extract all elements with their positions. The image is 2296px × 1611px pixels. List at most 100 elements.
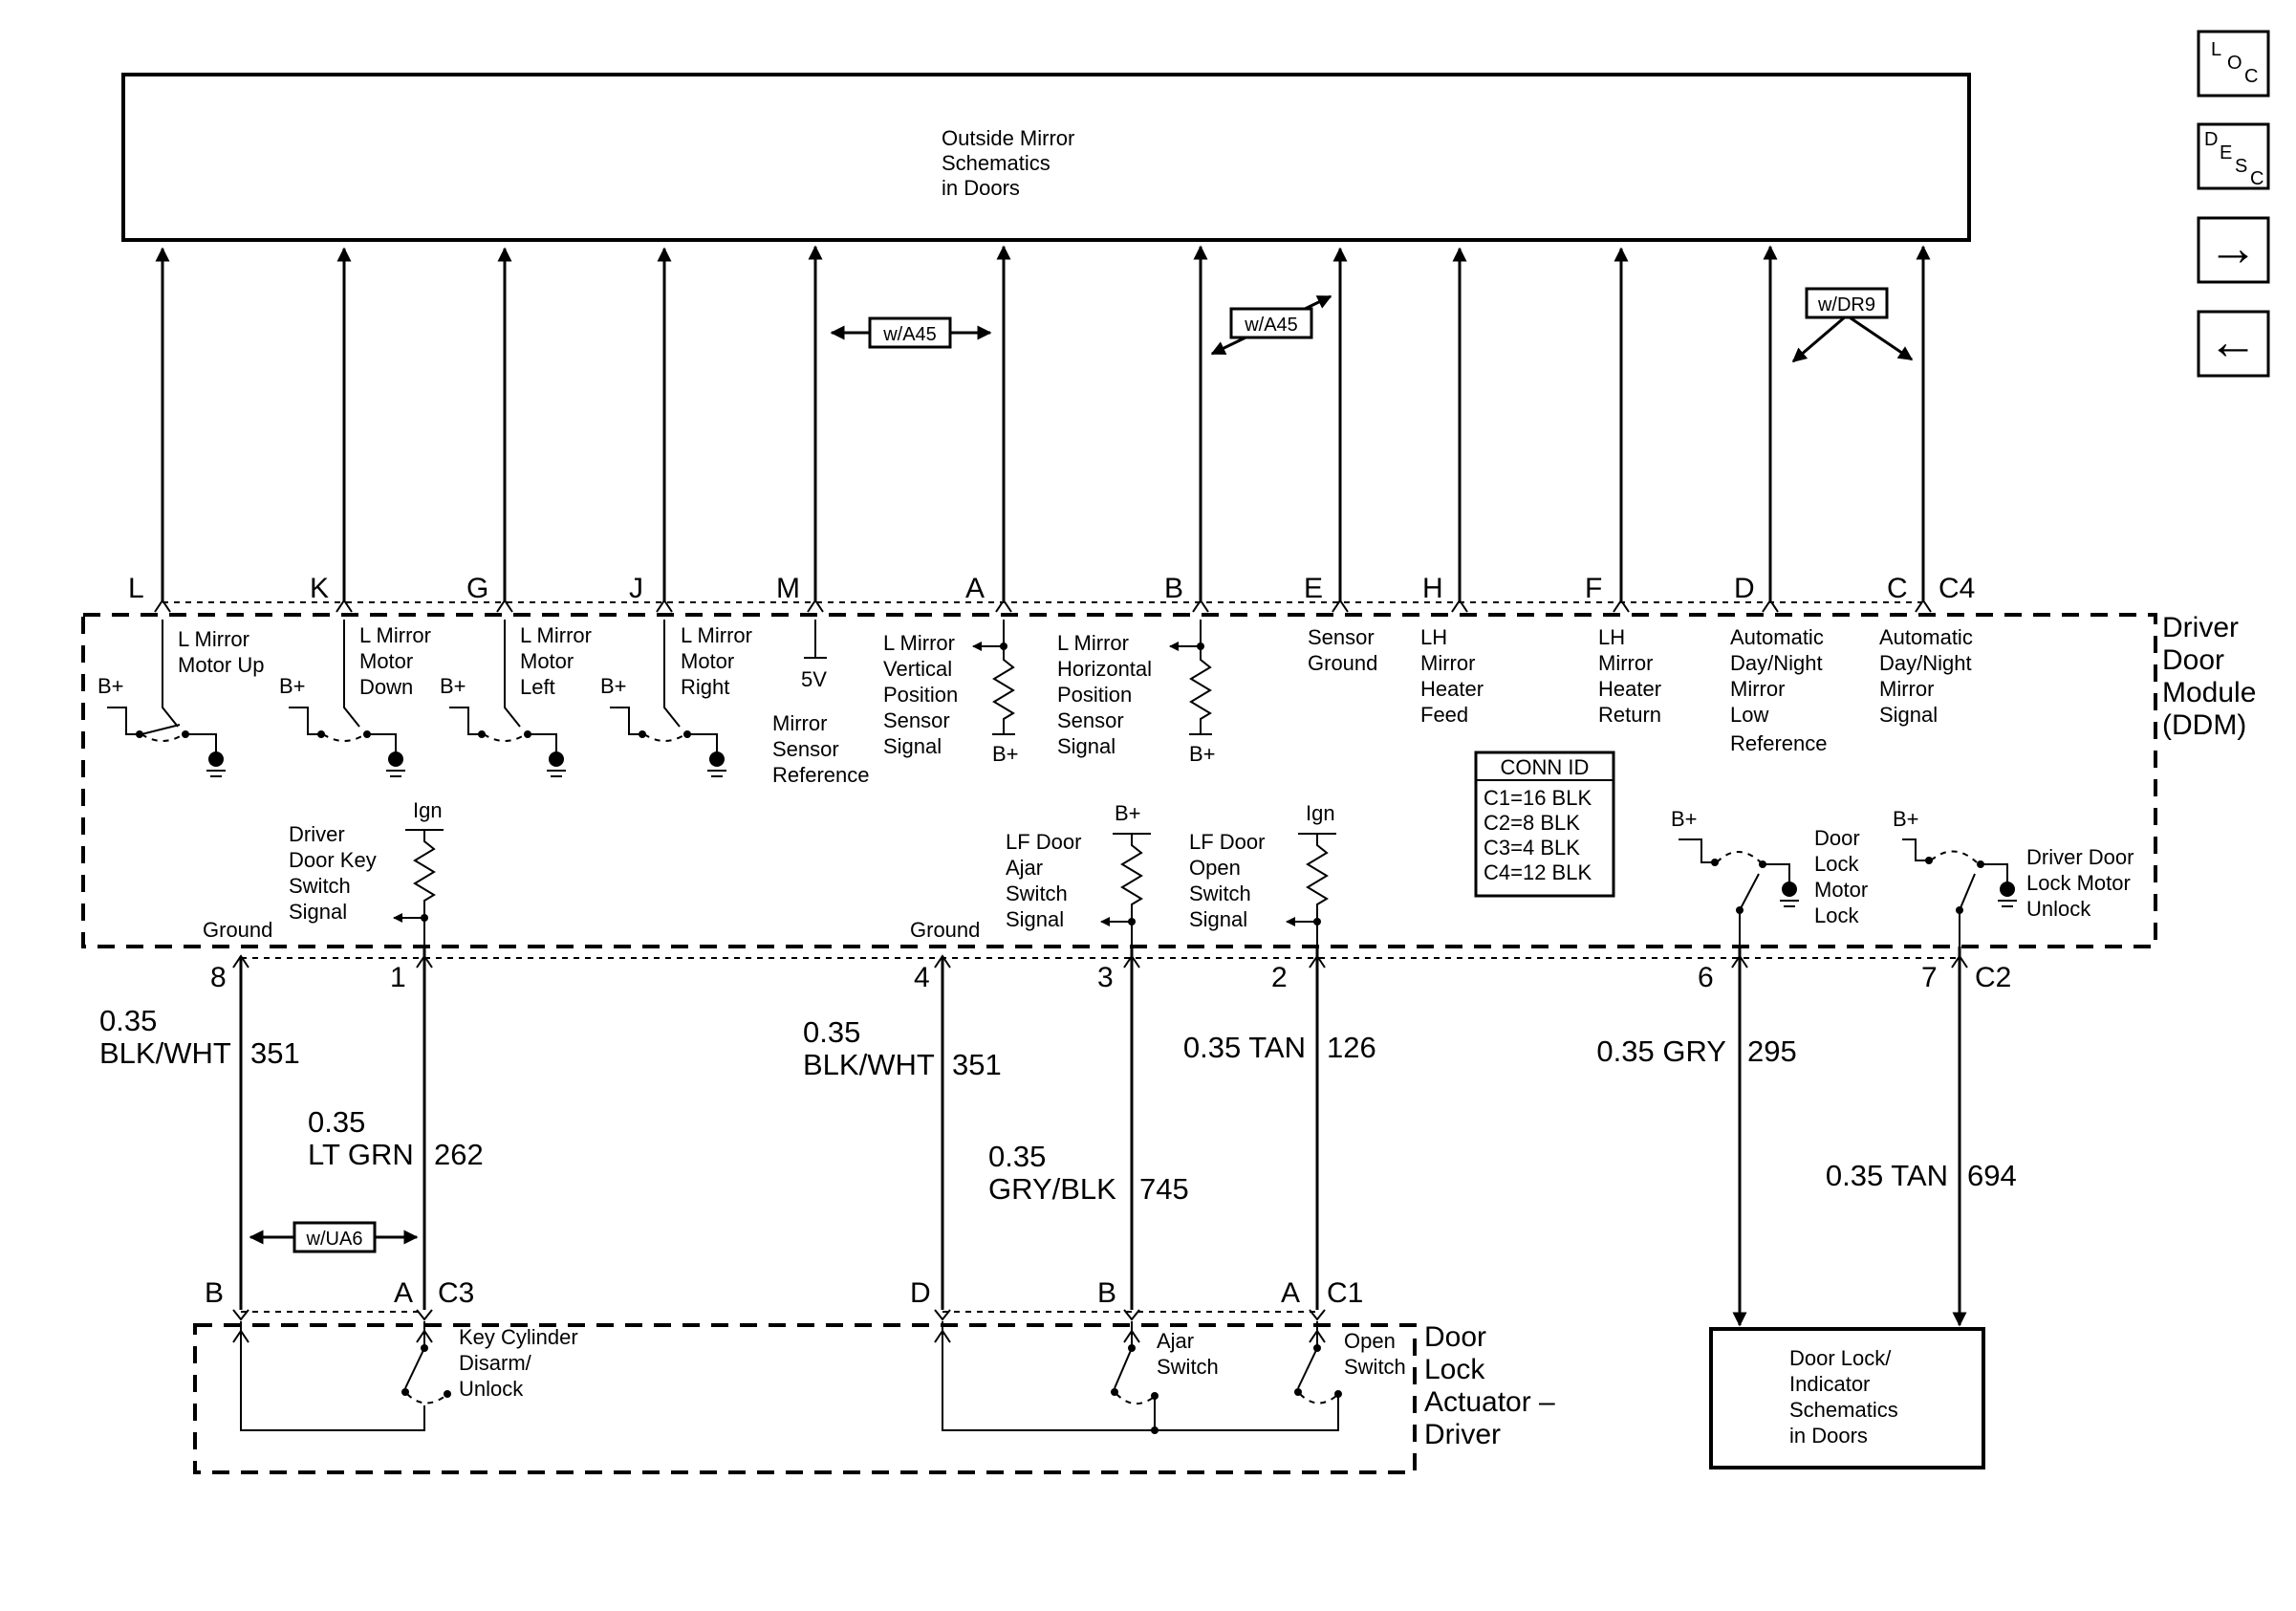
c4-pin-j[interactable]: J bbox=[629, 247, 673, 613]
wire-351-a[interactable]: 0.35 BLK/WHT 351 bbox=[99, 1004, 300, 1070]
actuator-line-3: Actuator – bbox=[1424, 1386, 1555, 1418]
forward-arrow-icon: → bbox=[2208, 221, 2258, 276]
label-door-lock-motor-lock: Door Lock Motor Lock bbox=[1814, 826, 1868, 927]
svg-text:LF Door: LF Door bbox=[1006, 830, 1081, 854]
bottom-box-line-1: Door Lock/ bbox=[1789, 1346, 1892, 1370]
c4-pin-e[interactable]: E bbox=[1304, 247, 1349, 613]
svg-text:1: 1 bbox=[390, 962, 406, 993]
wire-labels: 0.35 BLK/WHT 351 0.35 LT GRN 262 0.35 BL… bbox=[99, 1004, 2017, 1206]
svg-text:Ground: Ground bbox=[1308, 651, 1377, 675]
wire-694[interactable]: 0.35 TAN 694 bbox=[1826, 1159, 2017, 1192]
loc-button[interactable]: L O C bbox=[2197, 30, 2270, 98]
svg-text:Open: Open bbox=[1344, 1329, 1396, 1353]
label-driver-door-key-switch-signal: Driver Door Key Switch Signal bbox=[289, 822, 377, 924]
five-volt-label: 5V bbox=[801, 667, 827, 691]
svg-text:Unlock: Unlock bbox=[459, 1377, 524, 1401]
c4-wires: L K G J M A bbox=[128, 245, 1932, 613]
driver-door-module[interactable]: Driver Door Module (DDM) bbox=[81, 612, 2256, 948]
wire-126[interactable]: 0.35 TAN 126 bbox=[1183, 1031, 1376, 1064]
svg-text:BLK/WHT: BLK/WHT bbox=[803, 1048, 935, 1081]
outside-mirror-schematics-box[interactable]: Outside Mirror Schematics in Doors bbox=[121, 73, 1971, 242]
c4-pin-m[interactable]: M bbox=[776, 245, 824, 613]
c4-pin-a[interactable]: A bbox=[965, 245, 1012, 613]
option-a45-left[interactable]: w/A45 bbox=[830, 316, 992, 349]
c4-pin-l-letter: L bbox=[128, 573, 144, 604]
svg-text:Horizontal: Horizontal bbox=[1057, 657, 1152, 681]
option-a45-right[interactable]: w/A45 bbox=[1210, 294, 1332, 356]
svg-text:LT GRN: LT GRN bbox=[308, 1138, 414, 1171]
wire-295[interactable]: 0.35 GRY 295 bbox=[1596, 1034, 1796, 1068]
ground-icon bbox=[549, 751, 564, 767]
top-box-line-3: in Doors bbox=[942, 176, 1020, 200]
door-lock-indicator-schematics-box[interactable]: Door Lock/ Indicator Schematics in Doors bbox=[1709, 1327, 1985, 1469]
svg-text:Sensor: Sensor bbox=[883, 708, 950, 732]
conn-id-box: CONN ID C1=16 BLK C2=8 BLK C3=4 BLK C4=1… bbox=[1474, 751, 1615, 898]
c4-pin-l[interactable]: L bbox=[128, 247, 171, 613]
label-l-mirror-motor-right: L Mirror Motor Right bbox=[681, 623, 752, 699]
label-lf-door-ajar-switch-signal: LF Door Ajar Switch Signal bbox=[1006, 830, 1081, 931]
svg-text:Lock: Lock bbox=[1814, 852, 1859, 876]
c4-pin-f[interactable]: F bbox=[1585, 247, 1630, 613]
desc-letter-1: D bbox=[2204, 129, 2218, 150]
svg-text:351: 351 bbox=[250, 1036, 300, 1070]
ground-icon bbox=[709, 751, 725, 767]
back-button[interactable]: ← bbox=[2197, 310, 2270, 378]
svg-text:Down: Down bbox=[359, 675, 413, 699]
actuator-line-2: Lock bbox=[1424, 1354, 1485, 1385]
c4-pin-k[interactable]: K bbox=[310, 247, 353, 613]
svg-text:0.35 GRY: 0.35 GRY bbox=[1596, 1034, 1726, 1068]
connector-c4: C4 bbox=[162, 573, 1975, 604]
switch-motor-up: B+ bbox=[97, 620, 226, 777]
top-box-line-2: Schematics bbox=[942, 151, 1051, 175]
c2-pullups: Ign B+ Ign B+ bbox=[393, 798, 2017, 947]
svg-text:B+: B+ bbox=[1893, 807, 1919, 831]
door-lock-actuator-driver[interactable]: Door Lock Actuator – Driver bbox=[193, 1321, 1555, 1474]
switch-motor-left: B+ bbox=[440, 620, 566, 777]
wire-262[interactable]: 0.35 LT GRN 262 bbox=[308, 1105, 484, 1171]
c4-pin-d[interactable]: D bbox=[1734, 245, 1779, 613]
ground-icon bbox=[2000, 882, 2015, 897]
module-line-3: Module bbox=[2162, 677, 2256, 708]
c4-pin-b[interactable]: B bbox=[1164, 245, 1209, 613]
option-ua6[interactable]: w/UA6 bbox=[249, 1221, 419, 1253]
ground-icon bbox=[208, 751, 224, 767]
svg-text:7: 7 bbox=[1921, 962, 1938, 993]
svg-text:4: 4 bbox=[914, 962, 930, 993]
forward-button[interactable]: → bbox=[2197, 216, 2270, 284]
c3-pin-a: A bbox=[394, 1277, 413, 1309]
svg-text:0.35 TAN: 0.35 TAN bbox=[1183, 1031, 1306, 1064]
c3-label: C3 bbox=[438, 1277, 474, 1309]
c2-pin-4[interactable]: 4 bbox=[914, 954, 951, 993]
svg-text:Signal: Signal bbox=[289, 900, 347, 924]
c4-pin-c[interactable]: C bbox=[1887, 245, 1932, 613]
option-dr9[interactable]: w/DR9 bbox=[1791, 287, 1914, 363]
c4-pin-h[interactable]: H bbox=[1422, 247, 1468, 613]
c4-pin-g[interactable]: G bbox=[466, 247, 513, 613]
mirror-motor-switches: B+ B+ B+ bbox=[97, 620, 1216, 777]
bplus-label: B+ bbox=[440, 674, 466, 698]
unlock-relay-switch: B+ bbox=[1893, 807, 2017, 947]
svg-text:0.35: 0.35 bbox=[99, 1004, 157, 1037]
bplus-label: B+ bbox=[992, 742, 1019, 766]
svg-text:Key Cylinder: Key Cylinder bbox=[459, 1325, 578, 1349]
c4-pin-f-letter: F bbox=[1585, 573, 1602, 604]
svg-text:Position: Position bbox=[1057, 683, 1132, 707]
c4-pin-k-letter: K bbox=[310, 573, 329, 604]
five-volt-reference: 5V bbox=[801, 620, 827, 691]
wire-745[interactable]: 0.35 GRY/BLK 745 bbox=[988, 1140, 1189, 1206]
connector-c1: D B A C1 bbox=[910, 1277, 1363, 1321]
svg-text:B+: B+ bbox=[1115, 801, 1141, 825]
conn-id-row-1: C1=16 BLK bbox=[1484, 786, 1592, 810]
module-line-4: (DDM) bbox=[2162, 709, 2246, 741]
c2-pin-8[interactable]: 8 bbox=[210, 954, 249, 993]
connector-c3: B A C3 bbox=[205, 1277, 474, 1321]
wire-351-b[interactable]: 0.35 BLK/WHT 351 bbox=[803, 1015, 1002, 1081]
desc-button[interactable]: D E S C bbox=[2197, 122, 2270, 190]
svg-text:2: 2 bbox=[1271, 962, 1288, 993]
svg-text:Door: Door bbox=[1814, 826, 1860, 850]
top-box-line-1: Outside Mirror bbox=[942, 126, 1074, 150]
svg-text:Ign: Ign bbox=[1306, 801, 1335, 825]
svg-text:Ajar: Ajar bbox=[1157, 1329, 1194, 1353]
label-auto-day-night-low-reference: Automatic Day/Night Mirror Low Reference bbox=[1730, 625, 1828, 755]
loc-letter-3: C bbox=[2244, 66, 2258, 87]
